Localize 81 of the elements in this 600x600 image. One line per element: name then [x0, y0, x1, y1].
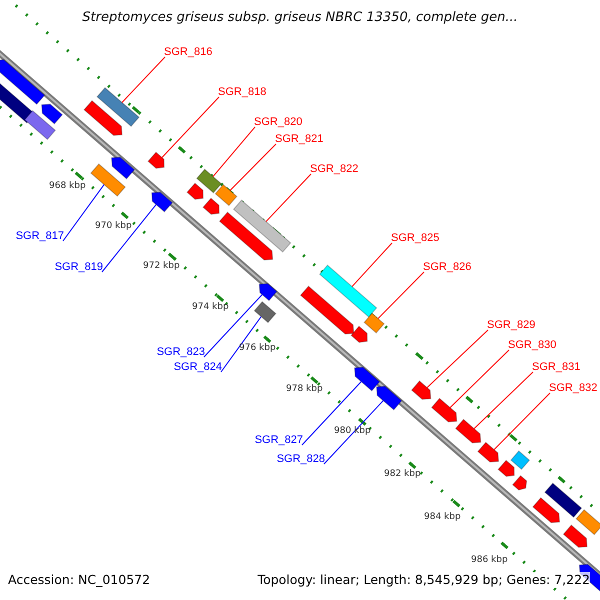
tick-label: 982 kbp: [384, 469, 421, 479]
tick-label: 972 kbp: [143, 261, 180, 271]
tick-label: 968 kbp: [49, 181, 86, 191]
gene-block: [111, 156, 136, 180]
leader-line: [474, 372, 534, 430]
leader-line: [230, 144, 276, 192]
gene-block: [411, 380, 432, 400]
gene-label: SGR_825: [391, 232, 440, 244]
gene-bar: [319, 264, 378, 318]
leader-line: [426, 330, 488, 388]
gene-label: SGR_829: [487, 319, 536, 331]
gene-block: [350, 326, 368, 343]
gene-label: SGR_821: [275, 133, 324, 145]
gene-label: SGR_831: [532, 361, 580, 373]
topology-text: Topology: linear; Length: 8,545,929 bp; Genes: 7,222: [258, 572, 590, 588]
gene-bar: [364, 312, 385, 334]
gene-block: [258, 283, 278, 302]
gene-label: SGR_817: [16, 230, 64, 242]
gene-label: SGR_819: [54, 261, 103, 273]
gene-block: [41, 104, 63, 124]
tick-label: 970 kbp: [95, 221, 132, 231]
tick-label: 986 kbp: [471, 555, 508, 565]
gene-label: SGR_818: [218, 86, 266, 98]
gene-block: [532, 497, 560, 524]
gene-label: SGR_823: [156, 346, 205, 358]
gene-bar: [24, 110, 56, 140]
gene-block: [562, 524, 588, 548]
gene-bar: [544, 482, 582, 518]
leader-line: [212, 126, 256, 178]
leader-line: [302, 381, 362, 446]
tick-label: 978 kbp: [286, 384, 323, 394]
gene-bar: [254, 301, 276, 324]
gene-block: [455, 418, 482, 444]
leader-line: [450, 350, 510, 408]
gene-bar: [196, 168, 222, 194]
gene-label: SGR_824: [174, 361, 222, 373]
tick-label: 984 kbp: [424, 512, 461, 522]
map-title: Streptomyces griseus subsp. griseus NBRC 13350, complete gen...: [81, 10, 519, 25]
gene-block: [431, 398, 458, 422]
leader-line: [162, 96, 220, 158]
leader-line: [324, 400, 384, 464]
tick-label: 980 kbp: [334, 426, 371, 436]
leader-line: [121, 56, 166, 103]
gene-bar: [510, 450, 530, 470]
leader-line: [204, 294, 263, 358]
gene-bar: [576, 509, 600, 536]
leader-line: [102, 204, 157, 272]
gene-block: [512, 475, 528, 491]
gene-block: [151, 192, 173, 212]
leader-line: [494, 392, 550, 450]
gene-label: SGR_830: [508, 339, 556, 351]
gene-label: SGR_828: [276, 453, 325, 465]
gene-label: SGR_832: [549, 382, 598, 394]
gene-block: [0, 59, 46, 105]
tick-label: 974 kbp: [192, 302, 229, 312]
tick-label: 976 kbp: [239, 343, 276, 353]
leader-line: [62, 184, 105, 242]
gene-block: [498, 460, 515, 477]
gene-bar: [232, 200, 292, 253]
gene-block: [354, 366, 380, 392]
gene-block: [300, 286, 354, 335]
gene-label: SGR_820: [254, 116, 302, 128]
gene-block: [218, 212, 274, 261]
gene-bar: [90, 163, 126, 197]
gene-block: [477, 442, 500, 463]
gene-bar: [214, 184, 238, 206]
leader-line: [266, 174, 312, 222]
leader-line: [352, 242, 392, 288]
gene-label: SGR_822: [310, 163, 358, 175]
gene-block: [376, 386, 402, 410]
gene-block: [186, 182, 204, 200]
gene-bar: [96, 87, 140, 127]
leader-line: [378, 272, 424, 320]
accession-text: Accession: NC_010572: [8, 572, 150, 588]
gene-label: SGR_826: [423, 261, 472, 273]
gene-block: [83, 100, 123, 136]
gene-block: [147, 152, 165, 169]
gene-block: [202, 198, 220, 215]
leader-line: [220, 316, 262, 372]
gene-label: SGR_827: [254, 434, 303, 446]
gene-label: SGR_816: [164, 46, 212, 58]
